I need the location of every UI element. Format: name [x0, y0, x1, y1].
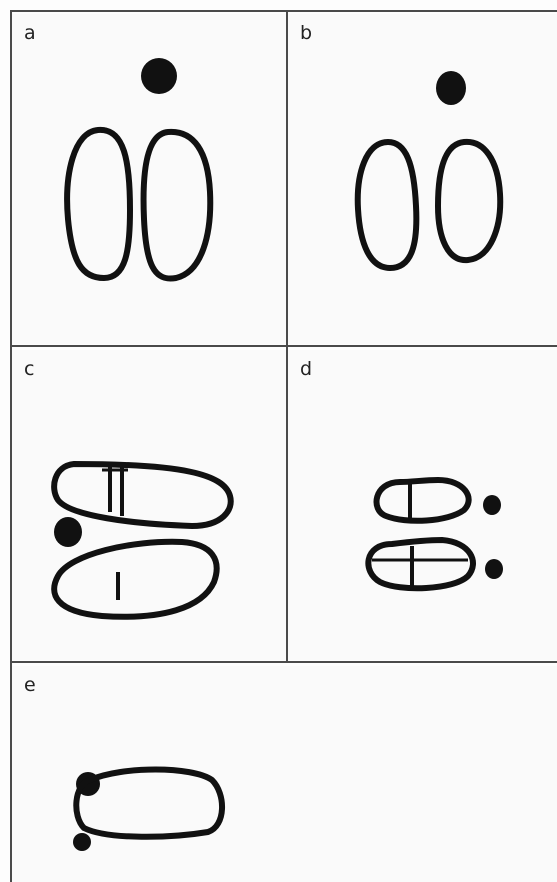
dot-mark	[483, 495, 501, 515]
divider-vertical-top	[286, 10, 288, 662]
panel-e: e	[12, 666, 557, 882]
divider-top	[12, 10, 557, 12]
divider-left	[10, 10, 12, 882]
dot-mark	[485, 559, 503, 579]
dot-mark	[436, 71, 466, 105]
panel-a: a	[12, 14, 286, 344]
panel-a-drawing	[12, 14, 286, 344]
left-sole-outline	[67, 130, 130, 278]
lower-sole-outline	[368, 540, 473, 588]
panel-d-drawing	[288, 350, 557, 660]
sole-outline	[76, 770, 222, 837]
divider-row-2	[12, 661, 557, 663]
right-sole-outline	[144, 132, 211, 279]
panel-b-drawing	[288, 14, 557, 344]
dot-mark	[73, 833, 91, 851]
panel-c-drawing	[12, 350, 286, 660]
divider-row-1	[12, 345, 557, 347]
left-sole-outline	[358, 142, 417, 268]
panel-e-drawing	[12, 666, 557, 882]
panel-c: c	[12, 350, 286, 660]
upper-sole-outline	[54, 464, 231, 526]
dot-mark	[141, 58, 177, 94]
panel-b: b	[288, 14, 557, 344]
lower-sole-outline	[54, 542, 216, 617]
upper-sole-outline	[377, 480, 469, 521]
right-sole-outline	[438, 142, 500, 260]
panel-d: d	[288, 350, 557, 660]
dot-mark	[54, 517, 82, 547]
